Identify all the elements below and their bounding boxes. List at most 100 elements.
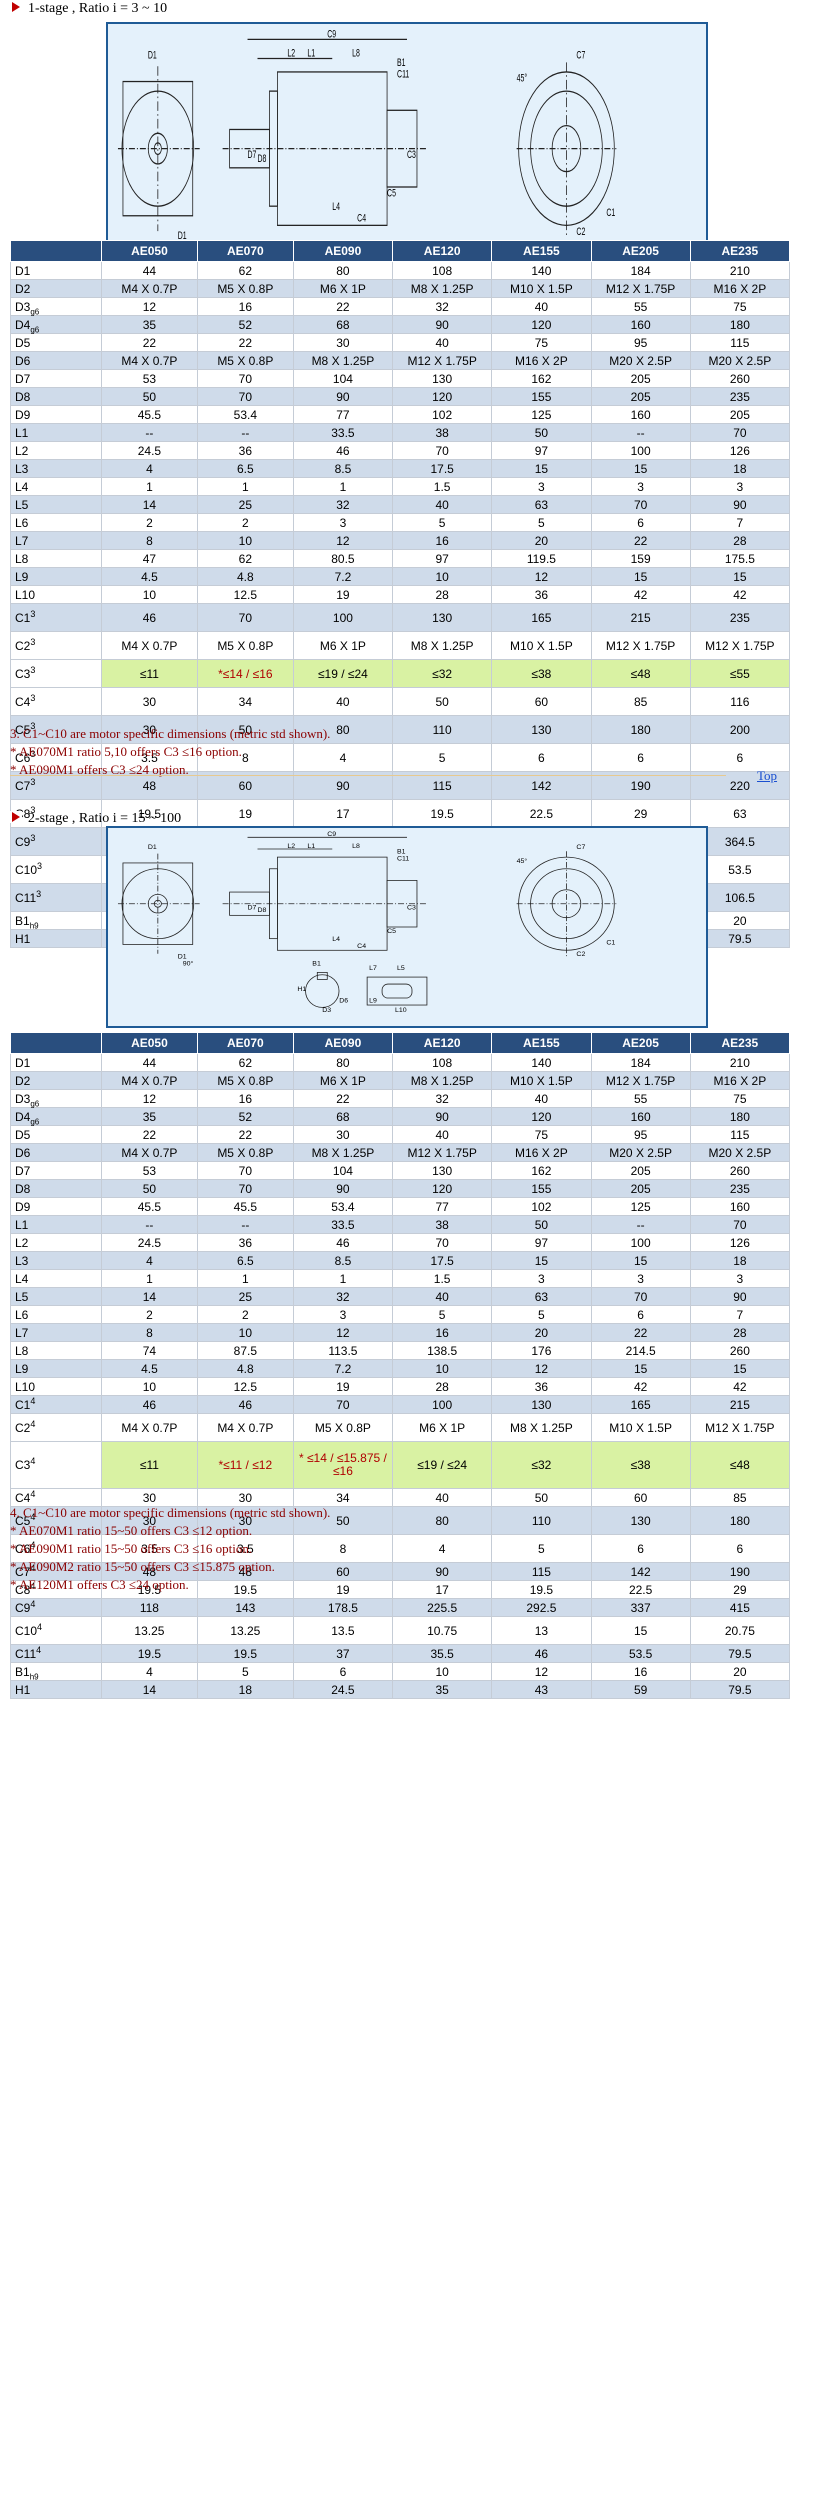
table-cell: 5: [196, 1662, 294, 1681]
table-cell: 74: [100, 1341, 198, 1360]
table-cell: 5: [392, 513, 493, 532]
table-cell: 70: [292, 1395, 394, 1414]
row-label-text: L4: [15, 1271, 29, 1286]
table-cell: 75: [491, 333, 592, 352]
table-cell: 178.5: [292, 1598, 394, 1617]
table-cell: 40: [292, 687, 394, 716]
note-line: 3. C1~C10 are motor specific dimensions …: [10, 726, 331, 741]
table-cell: M5 X 0.8P: [196, 279, 294, 298]
table-cell: M4 X 0.7P: [100, 1143, 198, 1162]
table-cell: 44: [100, 261, 198, 280]
row-label-text: L10: [15, 1379, 36, 1394]
table-cell: 70: [392, 1233, 493, 1252]
row-label: L1: [10, 423, 102, 442]
table-cell: 50: [100, 1179, 198, 1198]
table-cell: 10: [392, 1662, 493, 1681]
footnote-ref: 4: [30, 1598, 36, 1609]
row-label-text: D6: [15, 1145, 31, 1160]
table-cell: 15: [590, 1616, 691, 1645]
table-cell: 63: [491, 495, 592, 514]
table-cell: 90: [292, 1179, 394, 1198]
table-cell: M10 X 1.5P: [491, 279, 592, 298]
table-cell: 60: [491, 687, 592, 716]
angle-label: 45°: [517, 72, 528, 84]
row-label: D6: [10, 351, 102, 370]
table-cell: 29: [689, 1580, 791, 1599]
table-cell: 42: [689, 1377, 791, 1396]
table-cell: 70: [196, 1179, 294, 1198]
table-cell: 40: [491, 297, 592, 316]
header-model: AE235: [689, 240, 791, 262]
table-cell: 80: [392, 1506, 493, 1535]
table-cell: 40: [392, 333, 493, 352]
table-cell: 38: [392, 423, 493, 442]
table-cell: M8 X 1.25P: [292, 351, 394, 370]
header-model: AE090: [292, 1032, 394, 1054]
table-cell: 14: [100, 1287, 198, 1306]
table-cell: M4 X 0.7P: [100, 1413, 198, 1442]
row-label: D3g6: [10, 297, 102, 316]
table-cell: 70: [196, 603, 294, 632]
table-cell: 6.5: [196, 459, 294, 478]
table-cell: 3: [590, 1269, 691, 1288]
table-cell: 15: [689, 567, 791, 586]
table-cell: M12 X 1.75P: [392, 1143, 493, 1162]
row-label: C34: [10, 1441, 102, 1489]
table-cell: 3: [590, 477, 691, 496]
table-cell: 7.2: [292, 1359, 394, 1378]
table-row: C34≤11*≤11 / ≤12* ≤14 / ≤15.875 / ≤16≤19…: [10, 1441, 791, 1489]
footnote-ref: 4: [36, 1644, 42, 1655]
row-label-text: C3: [15, 666, 31, 681]
footnote-ref: 3: [30, 692, 36, 703]
table-cell: 15: [590, 1251, 691, 1270]
footnote-ref: 4: [30, 1511, 36, 1522]
table-cell: ≤19 / ≤24: [392, 1441, 493, 1489]
row-label: D4g6: [10, 1107, 102, 1126]
table-cell: 100: [292, 603, 394, 632]
table-cell: 1: [292, 477, 394, 496]
row-label: C113: [10, 883, 102, 912]
table-cell: 2: [100, 1305, 198, 1324]
table-cell: 225.5: [392, 1598, 493, 1617]
dim-label-d7: D7: [248, 149, 257, 161]
top-link[interactable]: Top: [757, 768, 778, 783]
row-label: B1h9: [10, 911, 102, 930]
table-cell: 20: [491, 531, 592, 550]
header-model: AE120: [392, 1032, 493, 1054]
table-cell: 80.5: [292, 549, 394, 568]
header-blank: [10, 240, 102, 262]
table-cell: 14: [100, 1680, 198, 1699]
table-cell: 19: [292, 1377, 394, 1396]
table-cell: 80: [292, 261, 394, 280]
tolerance-subscript: h9: [29, 920, 39, 930]
table-cell: 180: [689, 1506, 791, 1535]
table-cell: 28: [392, 585, 493, 604]
table-cell: 5: [491, 1534, 592, 1563]
footnote-ref: 3: [30, 608, 36, 619]
table-cell: 15: [590, 459, 691, 478]
table-cell: 1: [292, 1269, 394, 1288]
footnote-ref: 4: [30, 1418, 36, 1429]
header-model: AE205: [590, 1032, 691, 1054]
dim-label-c9: C9: [327, 831, 336, 838]
table-cell: ≤32: [491, 1441, 592, 1489]
table-cell: 205: [590, 1179, 691, 1198]
table-cell: 7: [689, 513, 791, 532]
table-cell: 50: [491, 1215, 592, 1234]
table-cell: 130: [491, 715, 592, 744]
table-cell: 160: [590, 405, 691, 424]
table-cell: 24.5: [100, 1233, 198, 1252]
table-cell: 95: [590, 333, 691, 352]
table-cell: 17: [292, 799, 394, 828]
table-cell: --: [100, 1215, 198, 1234]
